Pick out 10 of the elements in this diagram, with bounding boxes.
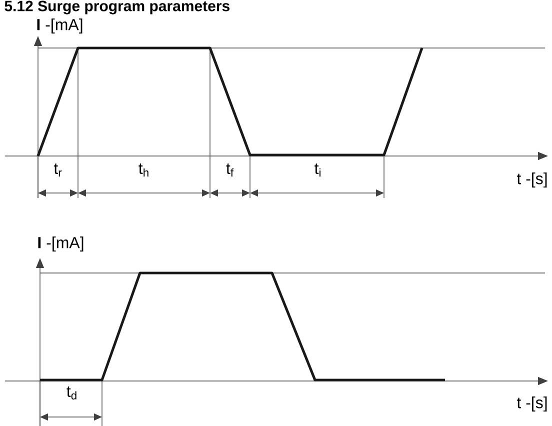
- axis-label: t -[s]: [516, 172, 547, 188]
- time-label: t$_{d}$: [66, 386, 76, 400]
- axis-label: I -[mA]: [38, 236, 84, 252]
- axis-label: I -[mA]: [37, 18, 82, 34]
- time-label: t$_{i}$: [314, 164, 320, 176]
- axis-label: t -[s]: [516, 396, 547, 412]
- time-label: t$_{r}$: [54, 164, 62, 176]
- time-label: t$_{h}$: [138, 164, 148, 176]
- title: 5.12 Surge program parameters: [4, 0, 230, 14]
- time-label: t$_{f}$: [226, 164, 234, 176]
